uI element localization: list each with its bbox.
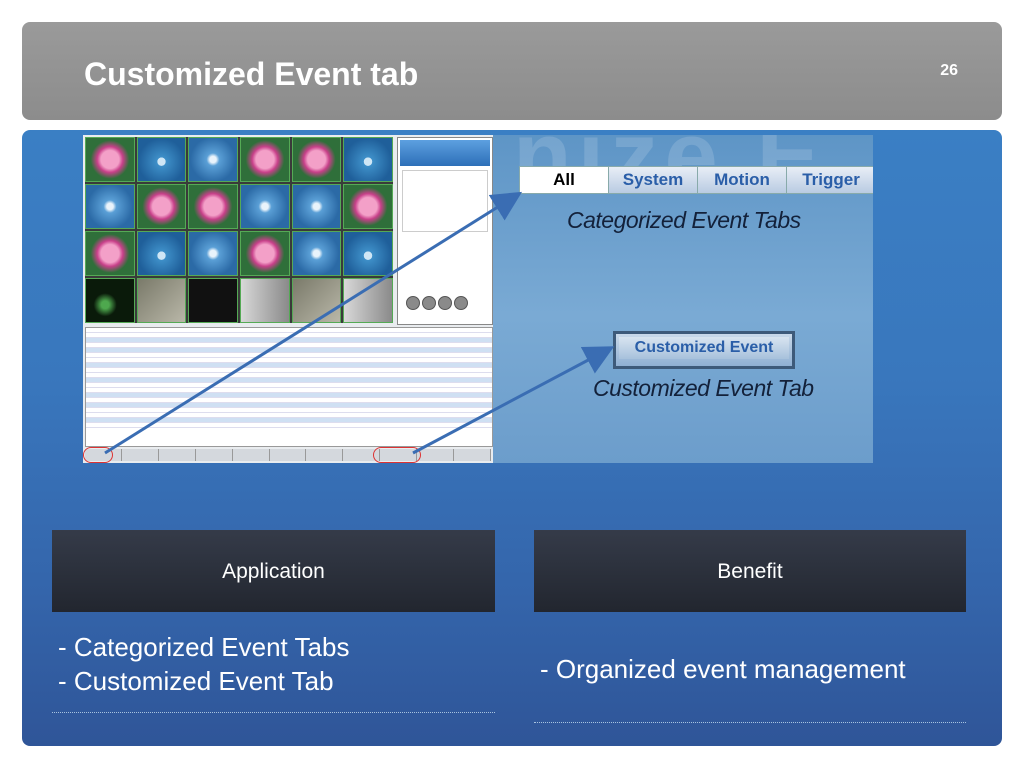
custom-caption: Customized Event Tab [593, 375, 814, 401]
camera-tile [85, 137, 135, 182]
event-tab[interactable] [196, 449, 233, 461]
arrow-to-category-tabs [104, 191, 523, 455]
camera-tile [343, 231, 393, 276]
table-row [86, 363, 492, 368]
ptz-button [406, 296, 420, 310]
divider [534, 722, 966, 723]
slide-header: Customized Event tab 26 [22, 22, 1002, 120]
camera-grid [85, 137, 393, 323]
table-row [86, 413, 492, 418]
table-row [86, 343, 492, 348]
application-item: - Categorized Event Tabs [58, 632, 350, 662]
tab-all[interactable]: All [520, 167, 608, 193]
table-row [86, 383, 492, 388]
table-row [86, 338, 492, 343]
category-caption: Categorized Event Tabs [567, 207, 801, 233]
event-tab[interactable] [454, 449, 491, 461]
table-row [86, 373, 492, 378]
table-row [86, 398, 492, 403]
content-panel: nize E All System Motion Trigger Categor… [22, 130, 1002, 746]
highlight-ring-all-tab [83, 447, 113, 463]
pointer-arrows [104, 191, 615, 455]
camera-tile [136, 184, 187, 229]
highlight-ring-custom-tab [373, 447, 421, 463]
camera-tile [188, 137, 238, 182]
event-tab[interactable] [233, 449, 270, 461]
table-row [86, 393, 492, 398]
camera-tile [291, 137, 342, 182]
camera-tile [343, 184, 393, 229]
camera-tile [343, 137, 393, 182]
device-tree [402, 170, 488, 232]
ptz-button [438, 296, 452, 310]
benefit-item: - Organized event management [540, 654, 906, 684]
benefit-header: Benefit [534, 530, 966, 612]
camera-tile [291, 231, 342, 276]
table-row [86, 423, 492, 428]
event-tab[interactable] [85, 449, 122, 461]
benefit-list: - Organized event management [540, 652, 906, 686]
camera-tile [291, 184, 342, 229]
tab-system[interactable]: System [608, 167, 697, 193]
table-row [86, 353, 492, 358]
event-tab[interactable] [122, 449, 159, 461]
camera-tile [188, 184, 238, 229]
table-row [86, 403, 492, 408]
table-row [86, 328, 492, 333]
category-tabs: All System Motion Trigger [519, 166, 873, 194]
tab-motion[interactable]: Motion [697, 167, 786, 193]
ptz-controls [405, 295, 485, 321]
event-tab[interactable] [417, 449, 455, 461]
camera-tile [188, 231, 238, 276]
table-row [86, 378, 492, 383]
camera-tile [188, 278, 238, 323]
ptz-button [422, 296, 436, 310]
benefit-header-label: Benefit [717, 560, 783, 583]
table-row [86, 388, 492, 393]
app-screenshot [83, 135, 494, 463]
camera-tile [136, 231, 187, 276]
table-row [86, 408, 492, 413]
camera-tile [291, 278, 342, 323]
page-number: 26 [940, 62, 958, 79]
table-row [86, 358, 492, 363]
table-row [86, 348, 492, 353]
camera-tile [85, 184, 135, 229]
camera-tile [136, 137, 187, 182]
screenshot-composite: nize E All System Motion Trigger Categor… [83, 135, 873, 463]
table-row [86, 368, 492, 373]
arrow-to-custom-tab [412, 346, 615, 455]
table-row [86, 418, 492, 423]
camera-tile [85, 231, 135, 276]
camera-tile [240, 278, 290, 323]
application-header-label: Application [222, 560, 325, 583]
tab-trigger[interactable]: Trigger [786, 167, 873, 193]
event-tab[interactable] [270, 449, 307, 461]
slide-title: Customized Event tab [84, 56, 419, 92]
event-tab[interactable] [306, 449, 344, 461]
tab-illustration: nize E All System Motion Trigger Categor… [493, 135, 873, 463]
event-list [85, 327, 493, 447]
divider [52, 712, 495, 713]
customized-event-button[interactable]: Customized Event [613, 331, 795, 369]
application-header: Application [52, 530, 495, 612]
customized-event-label: Customized Event [619, 337, 789, 359]
camera-tile [343, 278, 393, 323]
camera-tile [136, 278, 187, 323]
camera-tile [240, 137, 290, 182]
application-list: - Categorized Event Tabs - Customized Ev… [58, 630, 349, 698]
device-panel [397, 137, 493, 325]
event-tab[interactable] [159, 449, 196, 461]
ptz-button [454, 296, 468, 310]
clock-widget [400, 140, 490, 166]
camera-tile [85, 278, 135, 323]
application-item: - Customized Event Tab [58, 666, 334, 696]
camera-tile [240, 184, 290, 229]
camera-tile [240, 231, 290, 276]
